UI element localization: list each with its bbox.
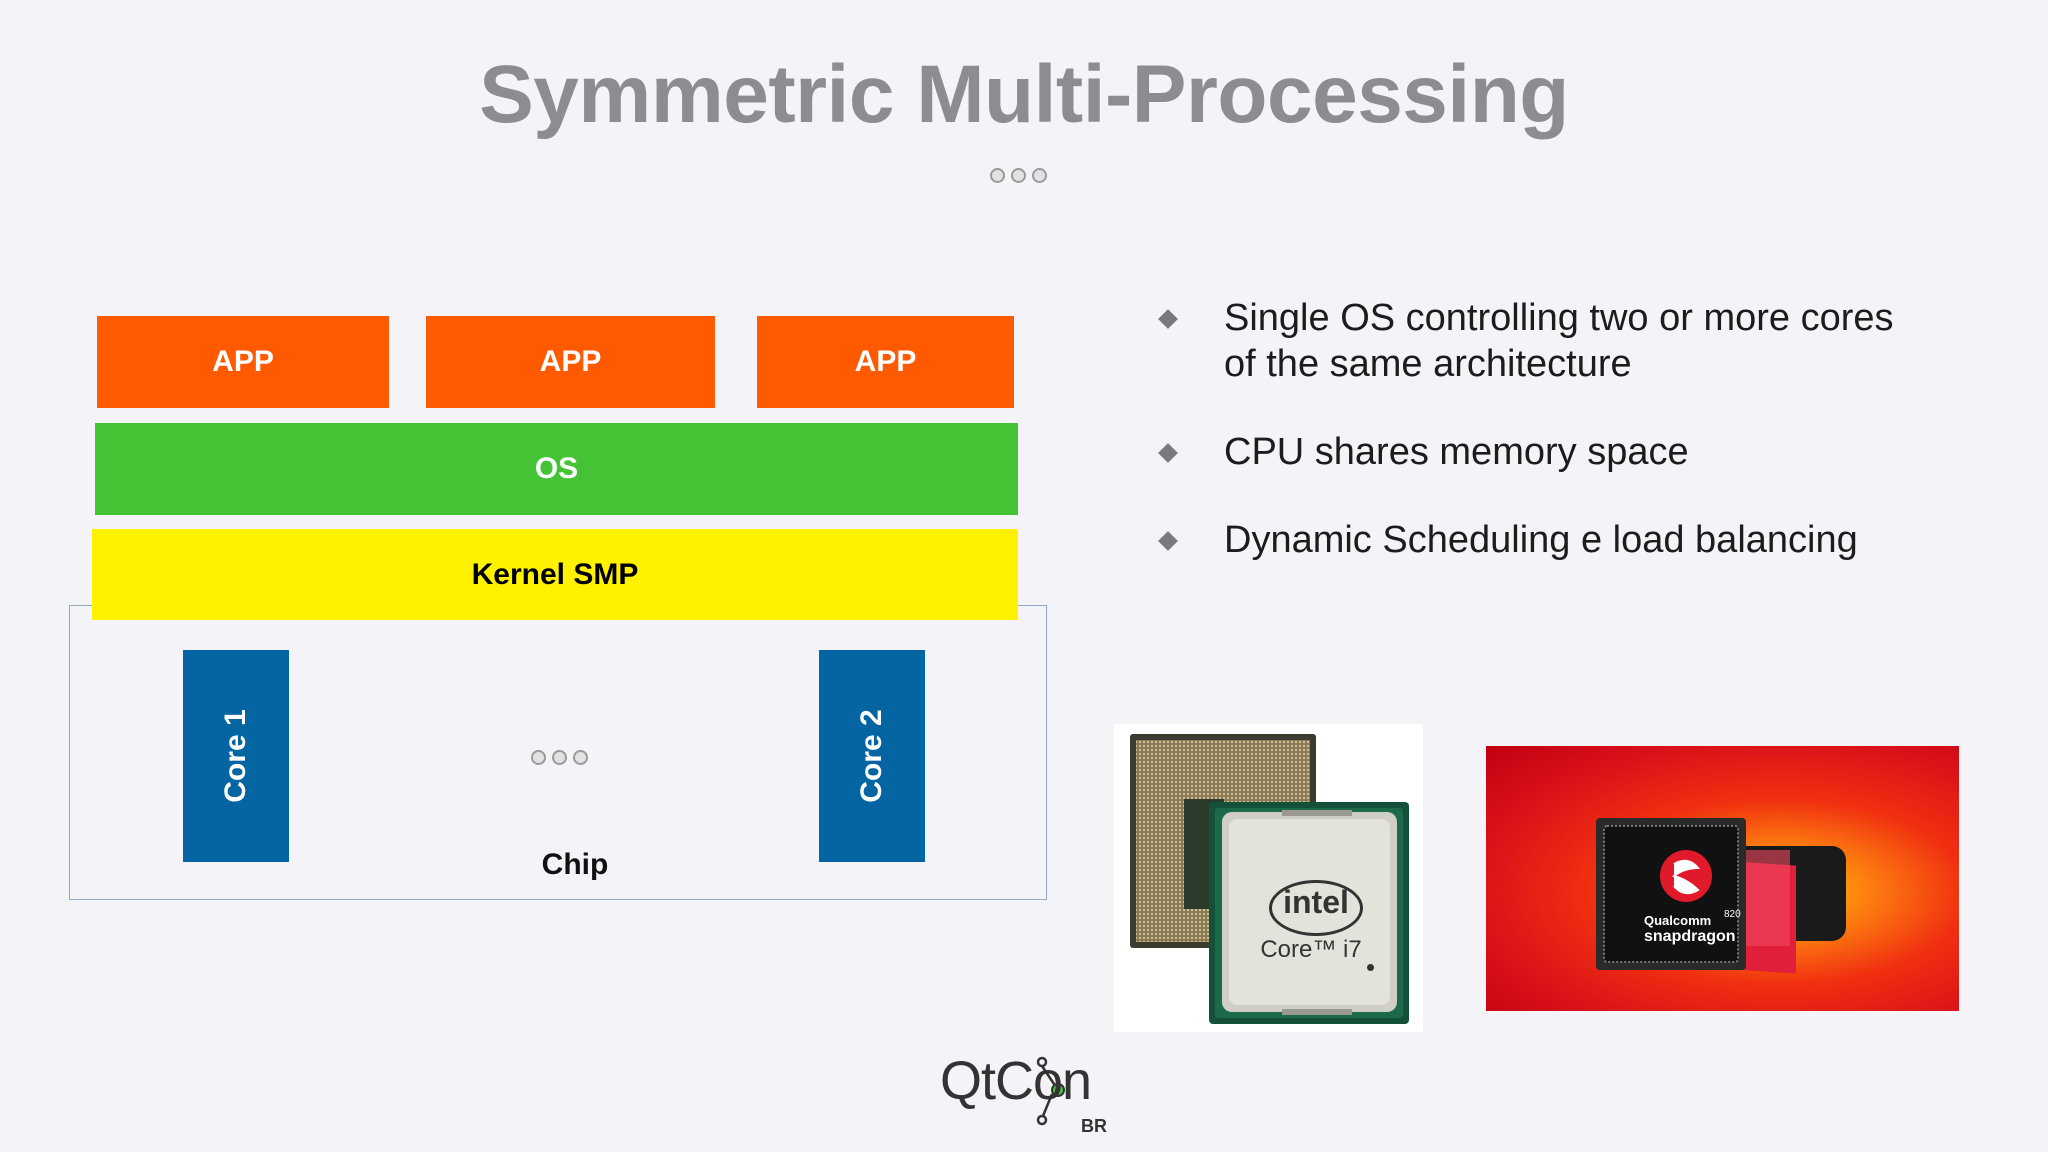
diamond-bullet-icon — [1158, 443, 1178, 463]
core-label: Core 1 — [219, 709, 252, 803]
more-cores-dots — [531, 750, 588, 765]
intel-logo-ring-icon — [1269, 880, 1363, 936]
app-label: APP — [212, 345, 274, 378]
os-label: OS — [534, 452, 579, 485]
ornament-dot — [1032, 168, 1047, 183]
intel-model: Core™ i7 — [1260, 936, 1362, 963]
qtcon-logo: QtCon BR — [940, 1050, 1110, 1140]
qualcomm-brand: Qualcomm — [1644, 913, 1712, 928]
bullet-item: Single OS controlling two or more cores … — [1155, 295, 1930, 387]
bullet-text: Single OS controlling two or more cores … — [1224, 297, 1894, 385]
ornament-dot — [1011, 168, 1026, 183]
intel-brand: intel — [1283, 884, 1349, 920]
app-block-1: APP — [97, 316, 389, 408]
bullet-text: CPU shares memory space — [1224, 431, 1689, 473]
bullet-list: Single OS controlling two or more cores … — [1155, 295, 1930, 605]
bullet-item: CPU shares memory space — [1155, 429, 1930, 475]
diamond-bullet-icon — [1158, 531, 1178, 551]
kernel-label: Kernel SMP — [471, 557, 639, 591]
ellipsis-dot — [573, 750, 588, 765]
core-block-1: Core 1 — [183, 650, 289, 862]
qualcomm-model-number: 820 — [1724, 909, 1741, 920]
ellipsis-dot — [552, 750, 567, 765]
kernel-smp-layer: Kernel SMP — [92, 529, 1018, 620]
logo-sub-text: BR — [1081, 1116, 1107, 1136]
app-label: APP — [854, 345, 917, 378]
diamond-bullet-icon — [1158, 309, 1178, 329]
bullet-text: Dynamic Scheduling e load balancing — [1224, 519, 1858, 561]
intel-processor-image: intel Core™ i7 — [1114, 724, 1423, 1032]
chip-label: Chip — [541, 848, 609, 881]
core-block-2: Core 2 — [819, 650, 925, 862]
os-layer: OS — [95, 423, 1018, 515]
title-ornament-dots — [990, 168, 1047, 183]
qualcomm-product: snapdragon — [1644, 928, 1736, 945]
ornament-dot — [990, 168, 1005, 183]
qualcomm-snapdragon-image: Qualcomm 820 snapdragon — [1486, 746, 1959, 1011]
app-label: APP — [539, 345, 602, 378]
chip-marker-icon — [1367, 964, 1374, 971]
app-block-2: APP — [426, 316, 715, 408]
bullet-item: Dynamic Scheduling e load balancing — [1155, 517, 1930, 563]
core-label: Core 2 — [855, 709, 888, 803]
ellipsis-dot — [531, 750, 546, 765]
slide-title: Symmetric Multi-Processing — [479, 49, 1569, 140]
logo-main-text: QtCon — [940, 1051, 1092, 1111]
app-block-3: APP — [757, 316, 1014, 408]
